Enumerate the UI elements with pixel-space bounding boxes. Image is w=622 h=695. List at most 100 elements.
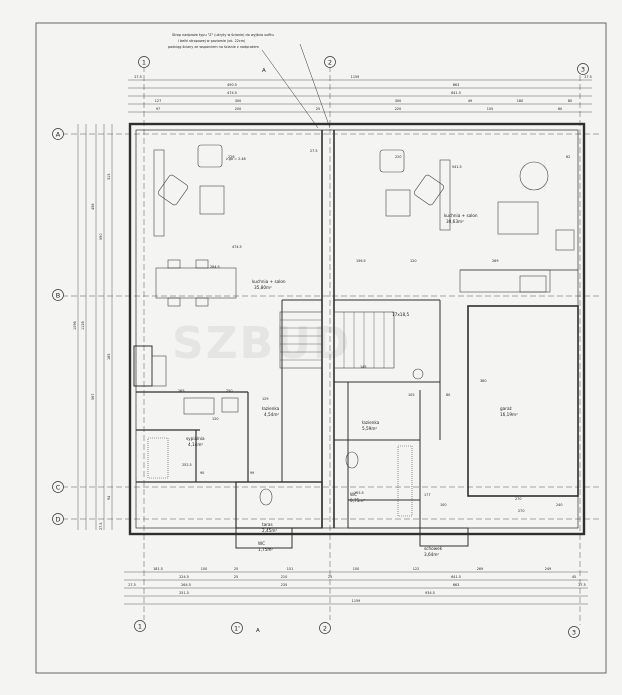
dim: 541.5 bbox=[452, 165, 462, 169]
dim: 315 bbox=[107, 174, 111, 180]
dim: 90 bbox=[200, 471, 204, 475]
dim: 250 bbox=[226, 389, 232, 393]
dim: 210 bbox=[281, 575, 287, 579]
dim: 235 bbox=[281, 583, 287, 587]
axis-bottom-2: 2 bbox=[323, 625, 327, 633]
dim: 264.5 bbox=[181, 583, 191, 587]
inner-dimensions: 226 220 474.5 541.5 284.5 156.5 120 269 … bbox=[178, 149, 570, 513]
dim: 27.5 bbox=[99, 522, 103, 530]
section-mark-top: A bbox=[262, 68, 266, 74]
room-label: sypialnia 4,14m² bbox=[186, 436, 205, 447]
dim: 27.5 bbox=[584, 75, 592, 79]
dim: 663 bbox=[453, 83, 459, 87]
axis-left-A: A bbox=[56, 131, 61, 139]
room-area: 30,63m² bbox=[446, 219, 464, 224]
dim: 120 bbox=[410, 259, 416, 263]
stairs-left bbox=[279, 311, 323, 369]
dim: 200 bbox=[235, 107, 241, 111]
dim: 27.5 bbox=[128, 583, 136, 587]
dim: 300 bbox=[235, 99, 241, 103]
dim: 60 bbox=[558, 107, 562, 111]
dim: 25 bbox=[234, 567, 238, 571]
dim: 1159 bbox=[351, 75, 360, 79]
dim: 120 bbox=[212, 417, 218, 421]
watermark: SZBUD bbox=[172, 318, 351, 369]
kitchen-table bbox=[155, 267, 237, 299]
dim: 177 bbox=[424, 493, 430, 497]
dim: 185 bbox=[107, 354, 111, 360]
room-name: schowek bbox=[424, 546, 443, 551]
dim: 45 bbox=[572, 575, 576, 579]
table-left bbox=[199, 185, 225, 215]
axis-bubbles bbox=[52, 56, 589, 638]
dim: 127 bbox=[155, 99, 161, 103]
axis-top-2: 2 bbox=[328, 59, 332, 67]
room-name: WC bbox=[258, 541, 265, 546]
dim: 105 bbox=[408, 393, 414, 397]
dim: 226 bbox=[228, 155, 234, 159]
dim: 181.5 bbox=[153, 567, 163, 571]
room-label: łazienka 4,54m² bbox=[262, 406, 280, 417]
room-label: schowek 3,64m² bbox=[424, 546, 443, 557]
axis-left-C: C bbox=[56, 484, 61, 492]
room-label: łazienka 5,59m² bbox=[362, 420, 380, 431]
toilet-right bbox=[345, 451, 359, 469]
dim: 641.5 bbox=[451, 91, 461, 95]
dim: 105 bbox=[487, 107, 493, 111]
bottom-dimension-lines bbox=[124, 571, 588, 605]
axis-bottom-1prime: 1' bbox=[234, 625, 240, 633]
room-label: kuchnia + salon 35,80m² bbox=[252, 279, 286, 290]
room-name: sypialnia bbox=[186, 436, 205, 441]
dim: 220 bbox=[395, 107, 401, 111]
dim: 80 bbox=[446, 393, 450, 397]
note-line-1: Strop nadproże typu "Z" (ukryty w ściani… bbox=[172, 33, 274, 37]
axis-bottom-1: 1 bbox=[138, 623, 142, 631]
room-label: garaż 16,19m² bbox=[500, 406, 518, 417]
dim: 641.5 bbox=[451, 575, 461, 579]
room-name: łazienka bbox=[362, 420, 380, 425]
room-area: 5,59m² bbox=[362, 426, 377, 431]
dim: 934.5 bbox=[425, 591, 435, 595]
room-name: taras bbox=[262, 522, 273, 527]
dim: 151 bbox=[287, 567, 293, 571]
dim: 145 bbox=[360, 365, 366, 369]
dim: 27.5 bbox=[310, 149, 318, 153]
sheet-border bbox=[35, 22, 607, 674]
dim: 300 bbox=[395, 99, 401, 103]
dim: 249 bbox=[545, 567, 551, 571]
dim: 100 bbox=[440, 503, 446, 507]
room-name: WC bbox=[350, 492, 357, 497]
dim: 99 bbox=[250, 471, 254, 475]
section-mark-bottom: A bbox=[256, 628, 260, 634]
dim: 25 bbox=[316, 107, 320, 111]
room-area: 4,14m² bbox=[188, 442, 203, 447]
dim: 25 bbox=[234, 575, 238, 579]
dim: 180 bbox=[517, 99, 523, 103]
dim: 270 bbox=[518, 509, 524, 513]
dim: 490.5 bbox=[227, 83, 237, 87]
room-area: 35,80m² bbox=[254, 285, 272, 290]
top-dimension-lines bbox=[128, 79, 592, 113]
dim: 25 bbox=[328, 575, 332, 579]
dim: 474.5 bbox=[232, 245, 242, 249]
dim: 1128 bbox=[81, 321, 85, 330]
note-line-3: podciąg ściany ze wsparciem na ścianie z… bbox=[168, 45, 260, 49]
left-dimensions: 1096 1128 458 590 567 315 185 94 27.5 bbox=[73, 174, 111, 530]
dim: 1159 bbox=[352, 599, 361, 603]
room-labels: kuchnia + salon 35,80m² kuchnia + salon … bbox=[186, 213, 518, 557]
stove bbox=[151, 355, 167, 387]
washbasin bbox=[412, 368, 424, 380]
kitchen-note: ż.go = 2.48 bbox=[226, 157, 246, 161]
dim: 122 bbox=[413, 567, 419, 571]
dim: 155.5 bbox=[354, 491, 364, 495]
room-area: 0,75m² bbox=[350, 498, 365, 503]
sink bbox=[555, 229, 575, 251]
room-area: 1,75m² bbox=[258, 547, 273, 552]
table-right bbox=[385, 189, 411, 217]
room-area: 4,54m² bbox=[264, 412, 279, 417]
dim: 27.5 bbox=[134, 75, 142, 79]
top-note: Strop nadproże typu "Z" (ukryty w ściani… bbox=[168, 33, 331, 129]
dim: 224.5 bbox=[179, 575, 189, 579]
